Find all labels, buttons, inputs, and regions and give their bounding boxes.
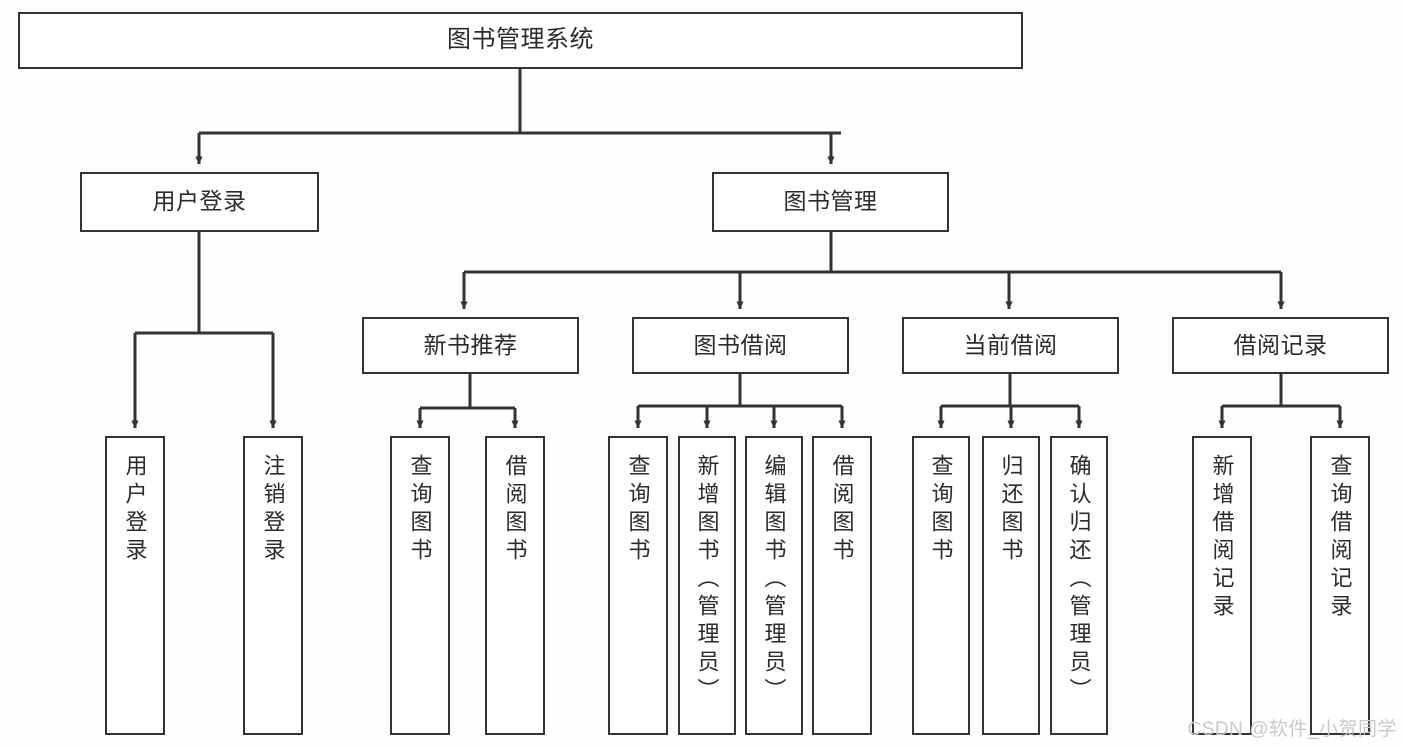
node-leaf-user-login[interactable]: 用户登录 — [105, 436, 165, 735]
node-new-book-rec[interactable]: 新书推荐 — [362, 317, 579, 374]
node-book-borrow[interactable]: 图书借阅 — [632, 317, 849, 374]
node-leaf-borrow-book-1[interactable]: 借阅图书 — [485, 436, 545, 735]
node-leaf-user-logout[interactable]: 注销登录 — [243, 436, 303, 735]
node-label: 查询图书 — [407, 454, 433, 566]
node-leaf-confirm-return[interactable]: 确认归还（管理员） — [1050, 436, 1108, 735]
node-label: 图书管理 — [783, 188, 878, 215]
node-leaf-query-book-2[interactable]: 查询图书 — [608, 436, 668, 735]
node-label: 确认归还（管理员） — [1066, 454, 1092, 706]
node-leaf-query-record[interactable]: 查询借阅记录 — [1310, 436, 1370, 735]
edges-userlogin-to-leaves — [131, 232, 277, 429]
node-book-manage[interactable]: 图书管理 — [712, 172, 949, 232]
node-leaf-query-book-1[interactable]: 查询图书 — [390, 436, 450, 735]
edges-bookborrow-to-leaves — [634, 374, 846, 429]
node-leaf-add-book[interactable]: 新增图书（管理员） — [678, 436, 736, 735]
node-user-login[interactable]: 用户登录 — [80, 172, 319, 232]
node-current-borrow[interactable]: 当前借阅 — [902, 317, 1119, 374]
node-label: 查询图书 — [625, 454, 651, 566]
node-label: 新书推荐 — [423, 331, 518, 358]
node-label: 新增图书（管理员） — [694, 454, 720, 706]
node-label: 借阅记录 — [1233, 331, 1328, 358]
node-label: 借阅图书 — [829, 454, 855, 566]
node-label: 当前借阅 — [963, 331, 1058, 358]
edges-root-to-level2 — [195, 69, 841, 165]
node-leaf-add-record[interactable]: 新增借阅记录 — [1192, 436, 1252, 735]
edges-newbook-to-leaves — [416, 374, 519, 429]
node-label: 用户登录 — [122, 454, 148, 566]
node-label: 用户登录 — [152, 188, 247, 215]
node-label: 注销登录 — [260, 454, 286, 566]
node-leaf-query-book-3[interactable]: 查询图书 — [912, 436, 970, 735]
node-leaf-edit-book[interactable]: 编辑图书（管理员） — [745, 436, 803, 735]
watermark-text: CSDN @软件_小贺同学 — [1187, 719, 1397, 740]
node-label: 查询图书 — [928, 454, 954, 566]
node-label: 归还图书 — [998, 454, 1024, 566]
node-root-system[interactable]: 图书管理系统 — [18, 12, 1023, 69]
edges-bookmanage-to-level3 — [460, 232, 1285, 310]
edges-borrowrecord-to-leaves — [1218, 374, 1344, 429]
node-borrow-record[interactable]: 借阅记录 — [1172, 317, 1389, 374]
edges-currentborrow-to-leaves — [937, 374, 1083, 429]
node-label: 编辑图书（管理员） — [761, 454, 787, 706]
node-leaf-borrow-book-2[interactable]: 借阅图书 — [812, 436, 872, 735]
node-leaf-return-book[interactable]: 归还图书 — [982, 436, 1040, 735]
node-label: 查询借阅记录 — [1327, 454, 1353, 622]
node-label: 借阅图书 — [502, 454, 528, 566]
node-label: 新增借阅记录 — [1209, 454, 1235, 622]
node-label: 图书借阅 — [693, 331, 788, 358]
node-root-label: 图书管理系统 — [447, 26, 594, 54]
